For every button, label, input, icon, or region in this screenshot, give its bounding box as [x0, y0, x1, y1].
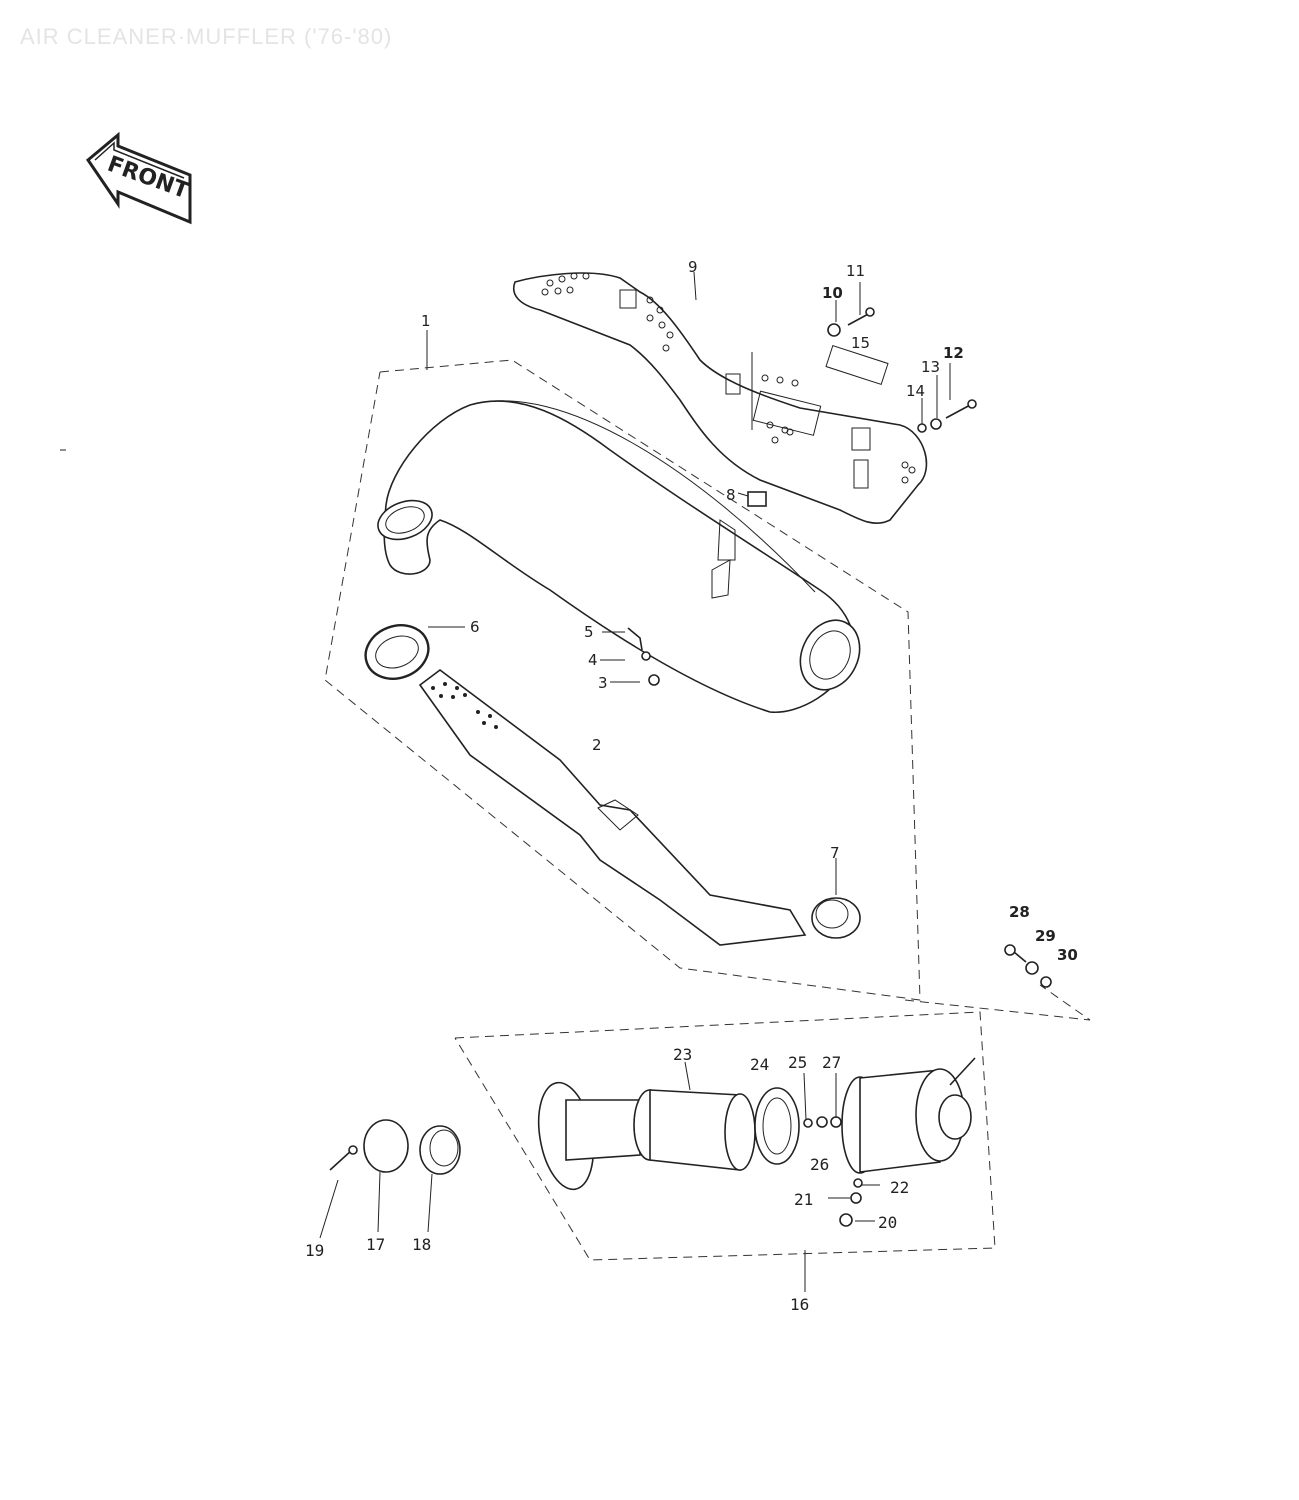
pipe-ring: [811, 897, 861, 939]
callout-15: 15: [851, 334, 870, 352]
gasket-ring: [364, 624, 430, 680]
callout-8: 8: [726, 486, 736, 504]
callout-9: 9: [688, 258, 698, 276]
leader-lines: [319, 271, 951, 1292]
air-cleaner-assembly-boundary: [454, 1011, 996, 1261]
callout-18: 18: [412, 1235, 431, 1254]
hardware-group-pointer: [904, 984, 1091, 1021]
tail-pipe: [418, 669, 807, 946]
callout-14: 14: [906, 382, 925, 400]
callout-26: 26: [810, 1155, 829, 1174]
callout-29: 29: [1035, 927, 1056, 945]
callout-23: 23: [673, 1045, 692, 1064]
callout-labels: 1 2 3 4 5 6 7 8 9 10 11 12 13 14 15 16 1…: [305, 258, 1078, 1314]
muffler-body: [377, 400, 861, 713]
callout-11: 11: [846, 262, 865, 280]
callout-20: 20: [878, 1213, 897, 1232]
muffler-assembly-boundary: [324, 359, 921, 1001]
callout-16: 16: [790, 1295, 809, 1314]
callout-19: 19: [305, 1241, 324, 1260]
callout-10: 10: [822, 284, 843, 302]
callout-6: 6: [470, 618, 480, 636]
callout-13: 13: [921, 358, 940, 376]
diagram-title: AIR CLEANER·MUFFLER ('76-'80): [20, 24, 393, 49]
callout-25: 25: [788, 1053, 807, 1072]
callout-22: 22: [890, 1178, 909, 1197]
callout-27: 27: [822, 1053, 841, 1072]
callout-3: 3: [598, 674, 608, 692]
heat-shield: [513, 272, 928, 525]
callout-28: 28: [1009, 903, 1030, 921]
callout-4: 4: [588, 651, 598, 669]
callout-24: 24: [750, 1055, 769, 1074]
callout-30: 30: [1057, 946, 1078, 964]
front-arrow-badge: FRONT: [85, 131, 192, 225]
callout-12: 12: [943, 344, 964, 362]
callout-1: 1: [421, 312, 431, 330]
callout-5: 5: [584, 623, 594, 641]
callout-17: 17: [366, 1235, 385, 1254]
callout-21: 21: [794, 1190, 813, 1209]
callout-2: 2: [592, 736, 602, 754]
air-cleaner-parts: [329, 944, 1052, 1227]
small-hardware: [627, 307, 977, 686]
callout-7: 7: [830, 844, 840, 862]
